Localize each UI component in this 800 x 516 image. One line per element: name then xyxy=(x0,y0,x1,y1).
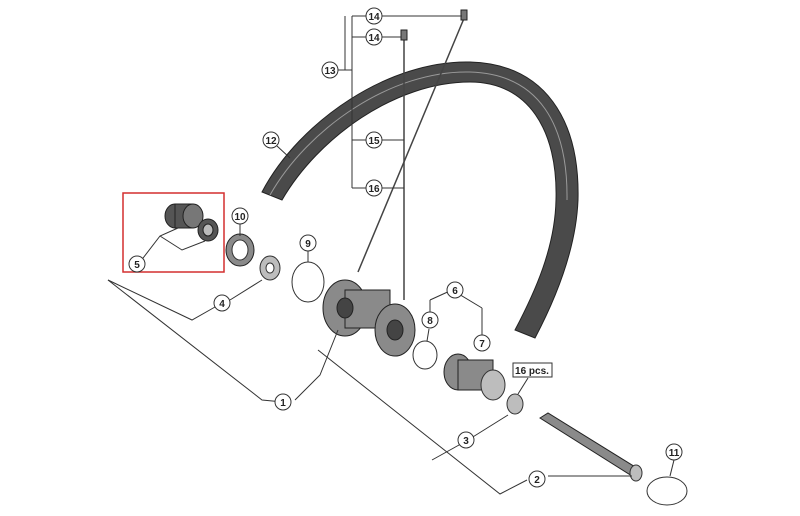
callout-10: 10 xyxy=(231,207,249,225)
part-5-bearing-cup xyxy=(164,203,204,229)
callout-7: 7 xyxy=(473,334,491,352)
callout-4-label: 4 xyxy=(219,299,225,310)
leader-lines xyxy=(107,15,675,495)
callout-6: 6 xyxy=(446,281,464,299)
callout-11: 11 xyxy=(665,443,683,461)
callout-1: 1 xyxy=(274,393,292,411)
callout-7-label: 7 xyxy=(479,339,485,350)
callout-4: 4 xyxy=(213,294,231,312)
callout-9-label: 9 xyxy=(305,239,311,250)
callout-2: 2 xyxy=(528,470,546,488)
part-11-o-ring xyxy=(646,476,688,506)
callout-16-label: 16 xyxy=(368,184,380,195)
part-5-bearing-cone xyxy=(197,218,219,242)
callout-12: 12 xyxy=(262,131,280,149)
callout-3: 3 xyxy=(457,431,475,449)
part-7-freehub-body xyxy=(443,353,506,401)
callout-15: 15 xyxy=(365,131,383,149)
part-4-cone-nut xyxy=(259,255,281,281)
part-2-axle xyxy=(539,412,643,482)
part-8-o-ring xyxy=(412,340,438,370)
callout-8-label: 8 xyxy=(427,316,433,327)
callout-13: 13 xyxy=(321,61,339,79)
callout-14-top-label: 14 xyxy=(368,12,380,23)
callout-2-label: 2 xyxy=(534,475,540,486)
part-10-washer xyxy=(225,233,255,267)
callout-15-label: 15 xyxy=(368,136,380,147)
serrated-washer xyxy=(506,393,524,415)
callout-8: 8 xyxy=(421,311,439,329)
spokes xyxy=(357,9,468,300)
callout-5: 5 xyxy=(128,255,146,273)
quantity-label-box: 16 pcs. xyxy=(512,362,553,378)
callout-9: 9 xyxy=(299,234,317,252)
nipple-a xyxy=(460,9,468,21)
callout-3-label: 3 xyxy=(463,436,469,447)
callout-1-label: 1 xyxy=(280,398,286,409)
callout-6-label: 6 xyxy=(452,286,458,297)
callout-10-label: 10 xyxy=(234,212,246,223)
callout-14-second-label: 14 xyxy=(368,33,380,44)
rim xyxy=(261,61,579,339)
callout-14-second: 14 xyxy=(365,28,383,46)
callout-16: 16 xyxy=(365,179,383,197)
highlight-box xyxy=(122,192,225,273)
nipple-b xyxy=(400,29,408,41)
quantity-label: 16 pcs. xyxy=(515,366,549,377)
callout-13-label: 13 xyxy=(324,66,336,77)
hub-body xyxy=(322,279,416,357)
callout-5-label: 5 xyxy=(134,260,140,271)
callout-12-label: 12 xyxy=(265,136,277,147)
callout-14-top: 14 xyxy=(365,7,383,25)
part-9-circlip xyxy=(291,261,325,303)
callout-11-label: 11 xyxy=(669,448,680,459)
